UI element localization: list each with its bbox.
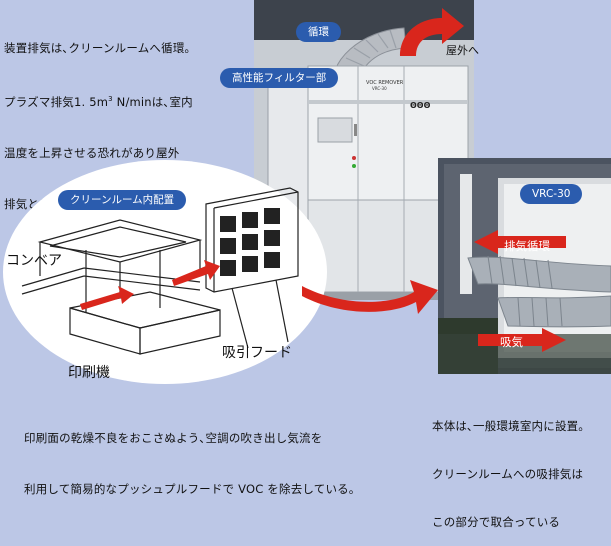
- bottom-left-line2: 利用して簡易的なプッシュプルフードで VOC を除去している｡: [24, 482, 355, 496]
- machine-panel-mark: ΘΘΘ: [410, 101, 431, 110]
- hood-label: 吸引フード: [222, 345, 292, 361]
- inset-model-badge: VRC-30: [520, 184, 583, 204]
- bottom-right-description: 本体は､一般環境室内に設置｡ クリーンルームへの吸排気は この部分で取合っている: [432, 386, 584, 546]
- top-note-line3: 温度を上昇させる恐れがあり屋外: [4, 145, 180, 160]
- machine-model-small: VRC-30: [372, 86, 387, 91]
- outdoor-label: 屋外へ: [446, 44, 479, 57]
- top-note-line1: 装置排気は､クリーンルームへ循環｡: [4, 41, 191, 55]
- bottom-right-line1: 本体は､一般環境室内に設置｡: [432, 419, 585, 433]
- top-note-line2: プラズマ排気1. 5m3 N/minは､室内: [4, 94, 193, 109]
- exhaust-circulation-label: 排気循環: [504, 239, 550, 253]
- cleanroom-area: [3, 160, 327, 384]
- intake-label: 吸気: [500, 335, 523, 349]
- bottom-right-line2: クリーンルームへの吸排気は: [432, 467, 584, 481]
- press-label: 印刷機: [68, 365, 110, 381]
- circulation-badge: 循環: [296, 22, 341, 42]
- bottom-left-description: 印刷面の乾燥不良をおこさぬよう､空調の吹き出し気流を 利用して簡易的なプッシュプ…: [24, 396, 355, 515]
- cleanroom-badge: クリーンルーム内配置: [58, 190, 187, 210]
- bottom-right-line3: この部分で取合っている: [432, 515, 561, 529]
- outdoor-arrow: [400, 8, 464, 56]
- inset-photo: [438, 158, 611, 374]
- connection-arrow: [302, 280, 438, 314]
- filter-badge: 高性能フィルター部: [220, 68, 339, 88]
- conveyor-label: コンベア: [6, 253, 62, 269]
- machine-brand-text: VOC REMOVER: [366, 80, 404, 86]
